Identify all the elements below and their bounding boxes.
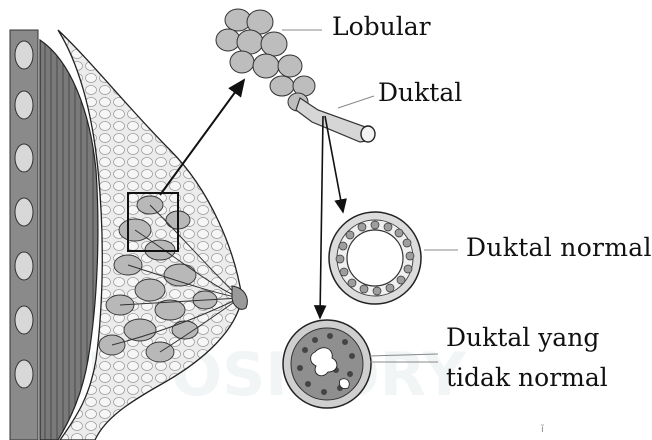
label-duktal-normal: Duktal normal: [466, 235, 652, 260]
arrow-to-lobular: [160, 80, 244, 195]
corner-mark: ĭ: [540, 423, 544, 435]
arrow-to-abnormal-duct: [320, 116, 323, 318]
irregular-lumen-2: [339, 379, 349, 389]
duct-opening: [361, 126, 375, 142]
leader-duktal: [338, 96, 374, 108]
abnormal-duct: [283, 320, 371, 408]
label-lobular: Lobular: [332, 14, 431, 39]
label-abnormal-line1: Duktal yang: [446, 325, 599, 350]
normal-duct: [329, 212, 421, 304]
label-abnormal-line2: tidak normal: [446, 365, 608, 390]
label-duktal: Duktal: [378, 80, 462, 105]
lobule-cluster: [216, 9, 315, 111]
